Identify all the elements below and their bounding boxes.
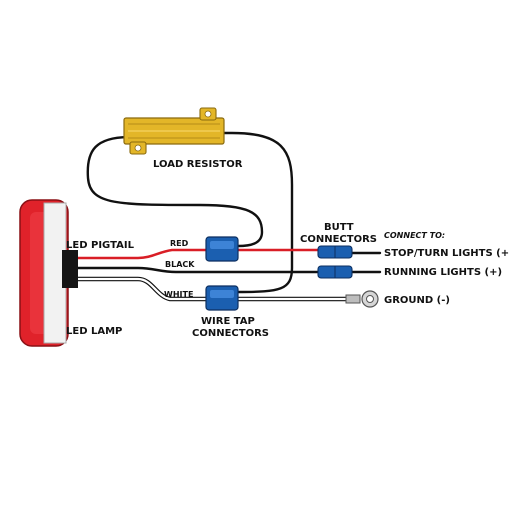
- white-wire: [76, 277, 208, 301]
- red-wire-label: RED: [170, 239, 189, 248]
- resistor-lead-wires: [86, 131, 294, 294]
- pigtail-plug: [62, 250, 78, 288]
- running-lights-label: RUNNING LIGHTS (+): [384, 267, 502, 278]
- butt-connectors-label-line2: CONNECTORS: [300, 234, 377, 245]
- wire-tap-label-line2: CONNECTORS: [192, 328, 269, 339]
- butt-connector-bottom: [317, 265, 353, 279]
- load-resistor-icon: [123, 107, 225, 155]
- white-wire-label: WHITE: [164, 290, 193, 299]
- resistor-left-lead: [86, 135, 264, 248]
- wire-tap-connector-bottom: [205, 285, 239, 311]
- load-resistor-label: LOAD RESISTOR: [153, 159, 243, 170]
- wire-tap-connector-top: [205, 236, 239, 262]
- black-wire: [76, 266, 320, 274]
- butt-connectors-label-line1: BUTT: [324, 222, 354, 233]
- stop-turn-label: STOP/TURN LIGHTS (+): [384, 248, 509, 259]
- ground-label: GROUND (-): [384, 295, 450, 306]
- pigtail-wires: [75, 248, 382, 302]
- led-pigtail-label: LED PIGTAIL: [66, 240, 135, 251]
- red-wire: [76, 248, 208, 260]
- connect-to-label: CONNECT TO:: [384, 231, 445, 240]
- led-lamp-label: LED LAMP: [66, 326, 122, 337]
- butt-connector-top: [317, 245, 353, 259]
- ring-terminal-icon: [345, 290, 379, 308]
- resistor-right-lead: [210, 131, 294, 294]
- black-wire-label: BLACK: [165, 260, 195, 269]
- led-lamp-icon: [19, 199, 69, 347]
- wire-tap-label-line1: WIRE TAP: [201, 316, 255, 327]
